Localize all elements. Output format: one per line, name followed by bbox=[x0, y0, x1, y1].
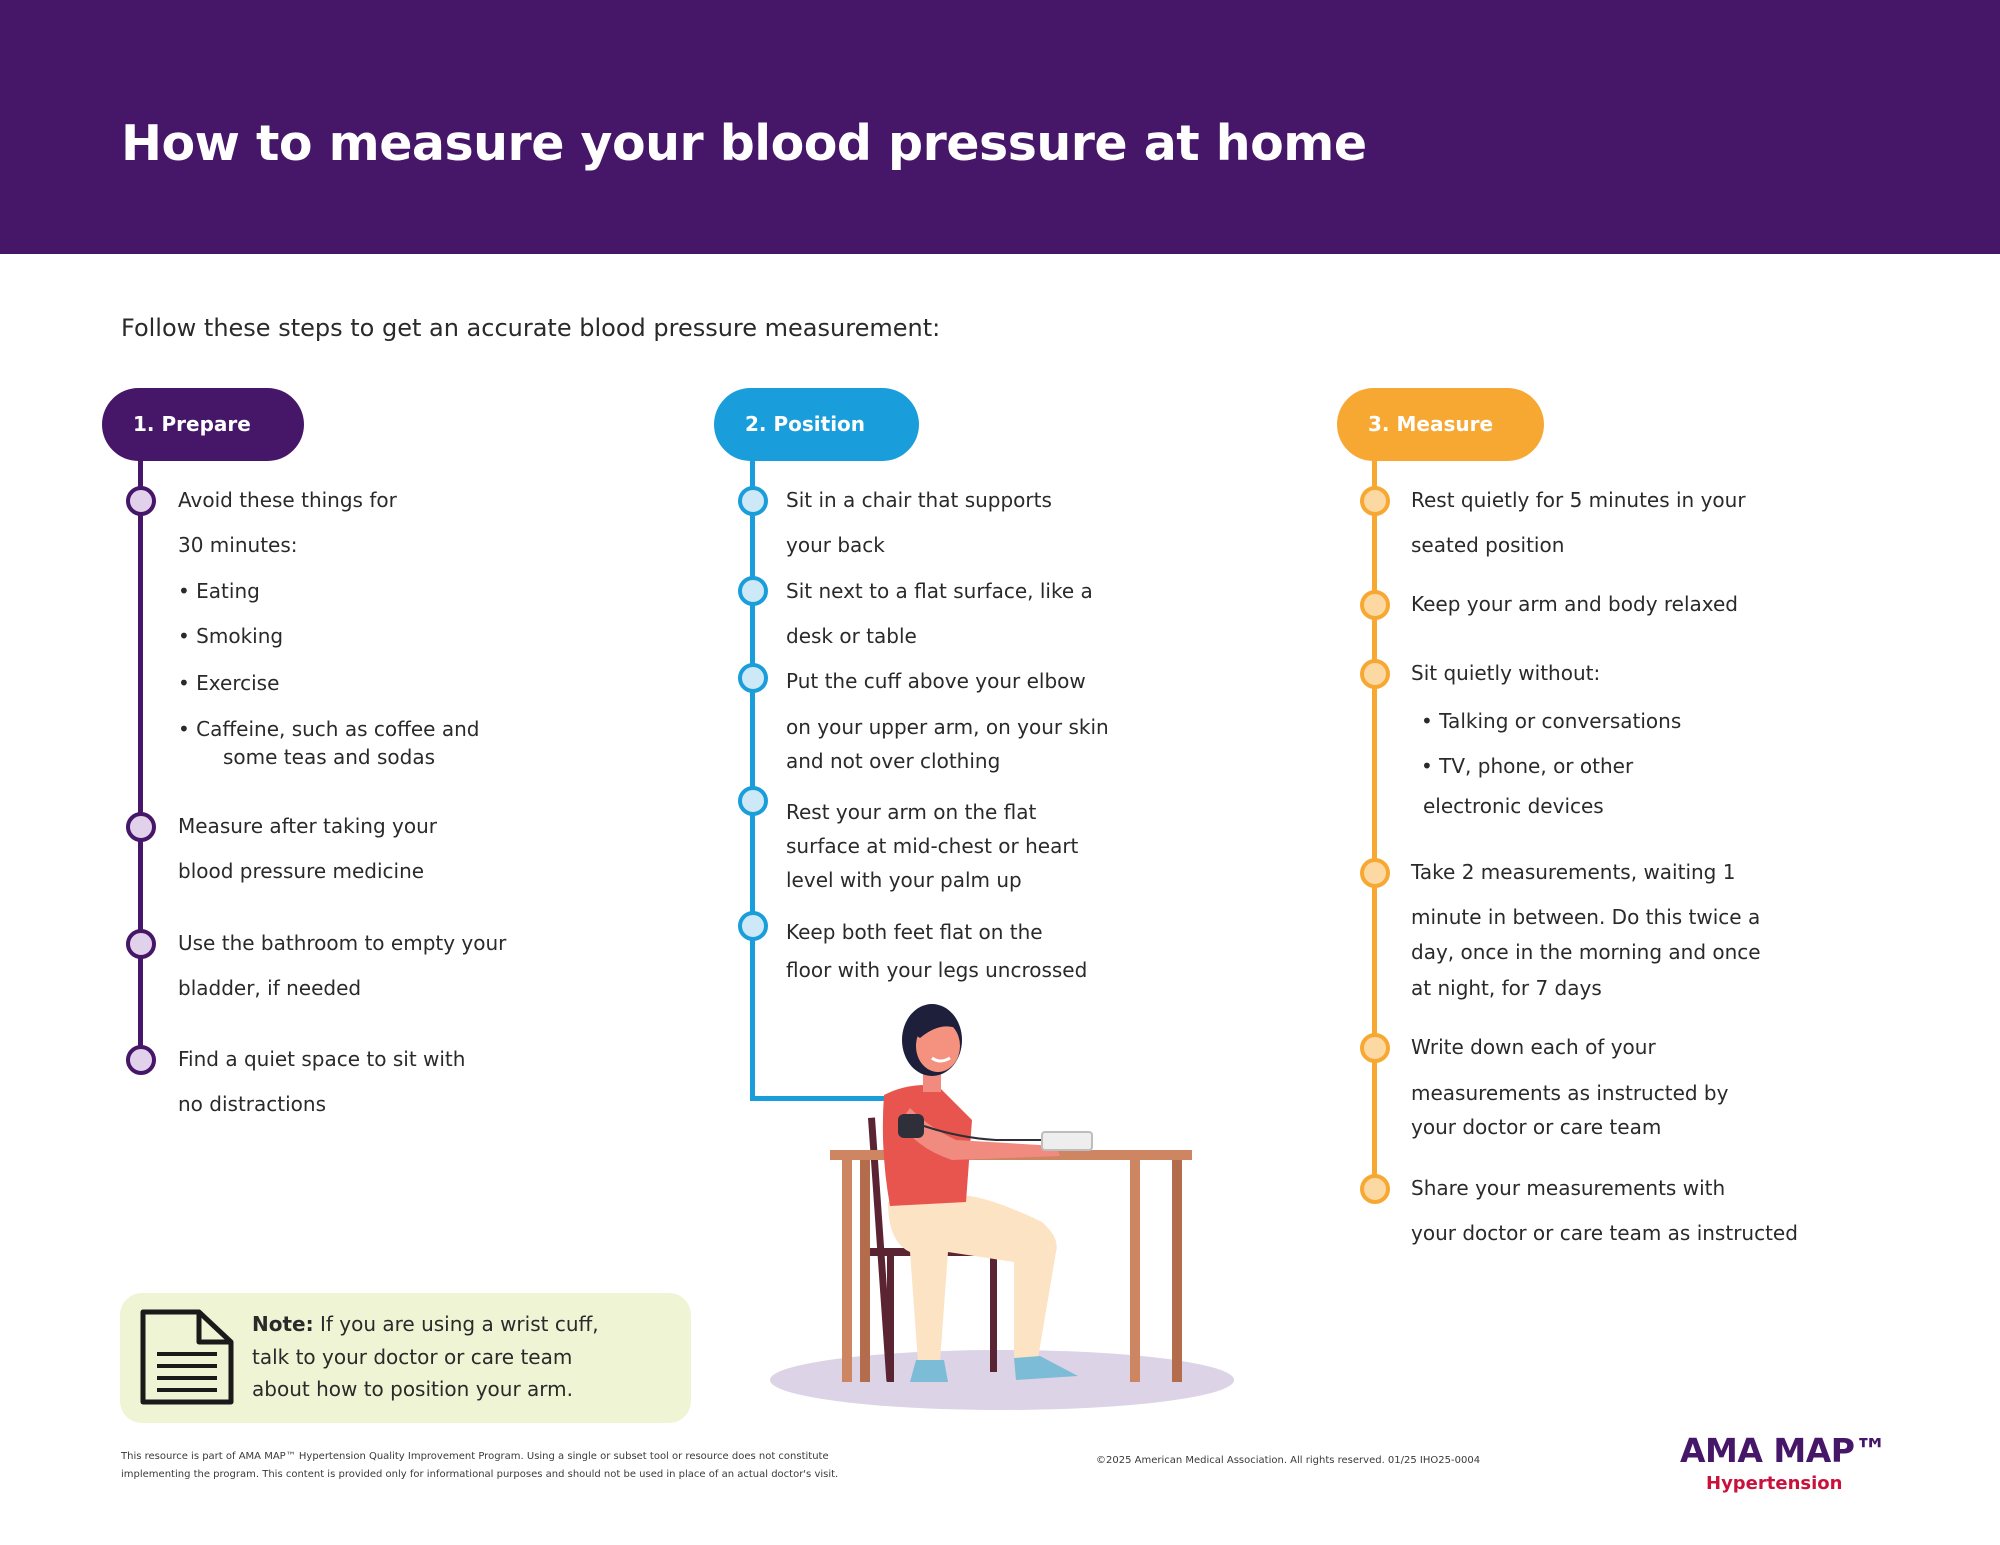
header-banner bbox=[0, 0, 2000, 254]
step-text: seated position bbox=[1411, 533, 1565, 557]
bullet-item-continued: some teas and sodas bbox=[223, 745, 435, 769]
bullet-item: • Smoking bbox=[178, 624, 284, 648]
step-text: your doctor or care team as instructed bbox=[1411, 1221, 1798, 1245]
step-text: measurements as instructed by bbox=[1411, 1081, 1729, 1105]
timeline-dot bbox=[1360, 1033, 1390, 1063]
step-text: on your upper arm, on your skin bbox=[786, 715, 1109, 739]
step-text: floor with your legs uncrossed bbox=[786, 958, 1088, 982]
step-text: bladder, if needed bbox=[178, 976, 362, 1000]
document-icon bbox=[140, 1309, 234, 1405]
timeline-dot bbox=[1360, 590, 1390, 620]
logo-subtitle: Hypertension bbox=[1706, 1473, 1843, 1494]
timeline-dot bbox=[126, 812, 156, 842]
step-text: Sit in a chair that supports bbox=[786, 488, 1052, 512]
timeline-dot bbox=[1360, 486, 1390, 516]
timeline-dot bbox=[1360, 659, 1390, 689]
section-prepare-header: 1. Prepare bbox=[102, 388, 304, 461]
bullet-item: • Talking or conversations bbox=[1421, 709, 1682, 733]
bullet-item: • TV, phone, or other bbox=[1421, 754, 1634, 778]
step-text: desk or table bbox=[786, 624, 917, 648]
timeline-dot bbox=[1360, 1174, 1390, 1204]
bullet-item: • Eating bbox=[178, 579, 260, 603]
step-text: Keep both feet flat on the bbox=[786, 920, 1043, 944]
note-line-2: talk to your doctor or care team bbox=[252, 1345, 573, 1369]
timeline-dot bbox=[738, 576, 768, 606]
timeline-dot bbox=[738, 911, 768, 941]
section-position-header: 2. Position bbox=[714, 388, 919, 461]
step-text: your doctor or care team bbox=[1411, 1115, 1662, 1139]
timeline-dot bbox=[126, 929, 156, 959]
step-text: Keep your arm and body relaxed bbox=[1411, 592, 1739, 616]
step-text: Avoid these things for bbox=[178, 488, 397, 512]
step-text: Rest your arm on the flat bbox=[786, 800, 1037, 824]
bullet-item: • Exercise bbox=[178, 671, 280, 695]
ama-map-logo: AMA MAP™ bbox=[1680, 1431, 1887, 1470]
step-text: day, once in the morning and once bbox=[1411, 940, 1761, 964]
timeline-dot bbox=[738, 786, 768, 816]
step-text: Measure after taking your bbox=[178, 814, 437, 838]
timeline-dot bbox=[738, 486, 768, 516]
step-text: your back bbox=[786, 533, 885, 557]
step-text: 30 minutes: bbox=[178, 533, 298, 557]
woman-measuring-blood-pressure-illustration bbox=[770, 1004, 1234, 1410]
note-label: Note: bbox=[252, 1312, 314, 1336]
step-text: Rest quietly for 5 minutes in your bbox=[1411, 488, 1746, 512]
section-measure-header: 3. Measure bbox=[1337, 388, 1544, 461]
step-text: Write down each of your bbox=[1411, 1035, 1656, 1059]
timeline-dot bbox=[126, 486, 156, 516]
step-text: at night, for 7 days bbox=[1411, 976, 1602, 1000]
step-text: surface at mid-chest or heart bbox=[786, 834, 1079, 858]
position-connector bbox=[750, 1096, 884, 1101]
step-text: no distractions bbox=[178, 1092, 326, 1116]
step-text: Put the cuff above your elbow bbox=[786, 669, 1086, 693]
step-text: minute in between. Do this twice a bbox=[1411, 905, 1761, 929]
prepare-timeline bbox=[138, 458, 143, 1060]
intro-text: Follow these steps to get an accurate bl… bbox=[121, 314, 941, 342]
disclaimer-line-1: This resource is part of AMA MAP™ Hypert… bbox=[121, 1451, 829, 1462]
step-text: Use the bathroom to empty your bbox=[178, 931, 507, 955]
note-text: If you are using a wrist cuff, bbox=[319, 1312, 599, 1336]
step-text: Sit quietly without: bbox=[1411, 661, 1601, 685]
step-text: Take 2 measurements, waiting 1 bbox=[1411, 860, 1736, 884]
step-text: and not over clothing bbox=[786, 749, 1001, 773]
step-text: Find a quiet space to sit with bbox=[178, 1047, 466, 1071]
step-text: Share your measurements with bbox=[1411, 1176, 1726, 1200]
timeline-dot bbox=[1360, 858, 1390, 888]
disclaimer-line-2: implementing the program. This content i… bbox=[121, 1469, 839, 1480]
step-text: level with your palm up bbox=[786, 868, 1022, 892]
timeline-dot bbox=[738, 663, 768, 693]
page-title: How to measure your blood pressure at ho… bbox=[121, 115, 1367, 172]
measure-timeline bbox=[1372, 458, 1377, 1189]
timeline-dot bbox=[126, 1045, 156, 1075]
bullet-item: • Caffeine, such as coffee and bbox=[178, 717, 480, 741]
bullet-item-continued: electronic devices bbox=[1423, 794, 1604, 818]
step-text: blood pressure medicine bbox=[178, 859, 425, 883]
position-timeline bbox=[750, 458, 755, 1101]
step-text: Sit next to a flat surface, like a bbox=[786, 579, 1093, 603]
copyright: ©2025 American Medical Association. All … bbox=[1096, 1455, 1481, 1466]
note-line-1: Note: If you are using a wrist cuff, bbox=[252, 1312, 599, 1336]
note-line-3: about how to position your arm. bbox=[252, 1377, 573, 1401]
